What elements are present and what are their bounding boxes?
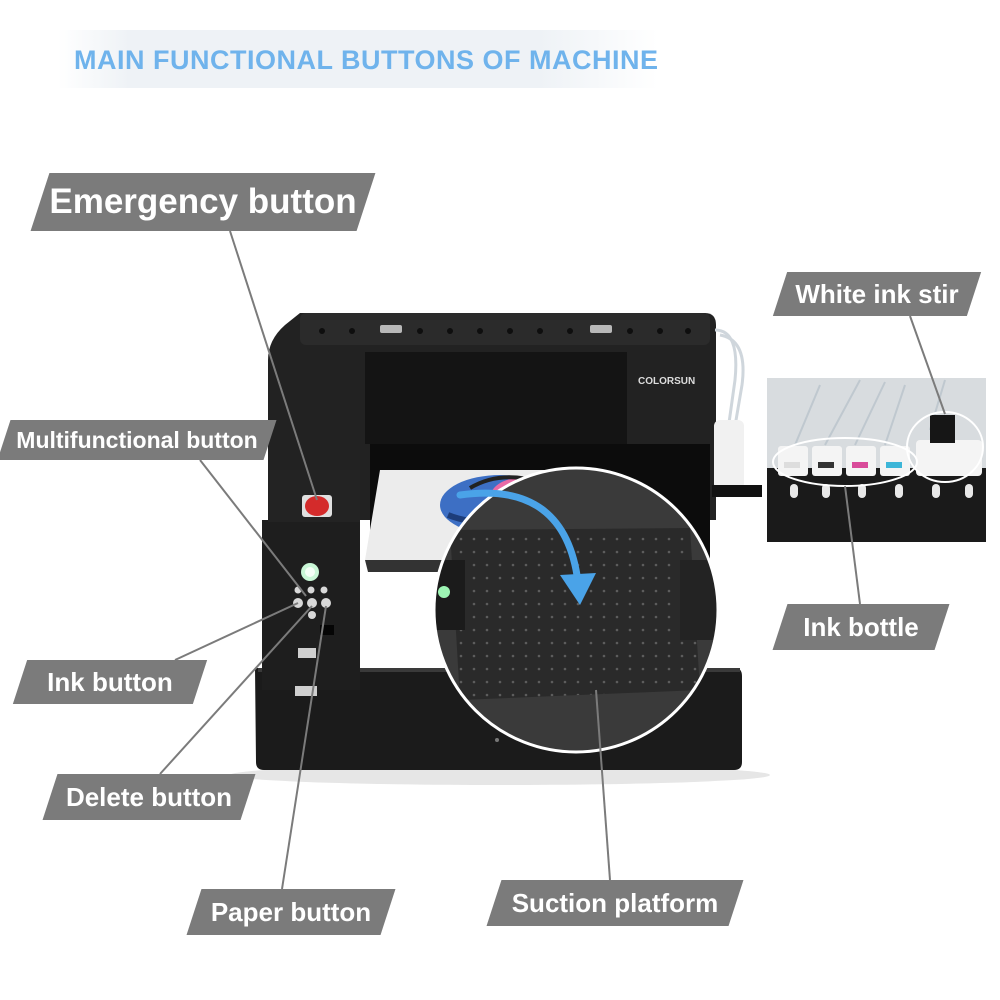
suction-platform-label: Suction platform: [486, 880, 744, 926]
paper-button-label: Paper button: [186, 889, 396, 935]
side-tray: [712, 485, 762, 497]
emergency-button-cap: [305, 496, 329, 516]
top-lid: [300, 313, 710, 345]
paper-button-text: Paper button: [210, 896, 372, 927]
multifunctional-button-label: Multifunctional button: [0, 420, 277, 460]
ink-bottle-inset: [767, 378, 986, 542]
leader-delete: [159, 605, 313, 775]
base-dot-2: [495, 738, 499, 742]
emergency-button-label: Emergency button: [30, 173, 376, 231]
leader-lines: [159, 230, 946, 890]
delete-button-text: Delete button: [65, 781, 233, 812]
rotation-arrowhead: [560, 573, 596, 605]
lid-clip-right: [590, 325, 612, 333]
lid-holes: [319, 328, 691, 334]
leader-paper: [281, 605, 327, 890]
leader-multifunctional: [199, 459, 307, 597]
ink-bottle-text: Ink bottle: [803, 611, 919, 642]
ink-tubes: [714, 328, 745, 433]
rotation-arrow: [456, 489, 582, 586]
delete-button-label: Delete button: [42, 774, 256, 820]
white-ink-stir-label: White ink stir: [772, 272, 982, 316]
leader-emergency: [229, 230, 318, 501]
brand-logo: COLORSUN: [638, 376, 695, 387]
leader-white-ink: [909, 315, 946, 415]
page-title: MAIN FUNCTIONAL BUTTONS OF MACHINE: [74, 45, 659, 75]
lid-clip-left: [380, 325, 402, 333]
sticker-2: [295, 686, 317, 696]
leader-ink: [174, 602, 299, 661]
suction-platform-text: Suction platform: [511, 887, 719, 918]
white-ink-stir-text: White ink stir: [795, 278, 959, 309]
leader-ink-bottle: [844, 485, 861, 605]
ink-bottle-label: Ink bottle: [772, 604, 950, 650]
usb-port: [320, 625, 334, 635]
emergency-button-text: Emergency button: [49, 182, 357, 221]
front-cover: [365, 352, 627, 444]
ink-button-label: Ink button: [12, 660, 208, 704]
sticker-1: [298, 648, 316, 658]
leader-suction: [595, 689, 611, 881]
multifunctional-button-text: Multifunctional button: [16, 426, 258, 453]
side-bottles: [714, 420, 744, 490]
zoom-ring: [432, 466, 720, 754]
control-buttons: [293, 586, 331, 619]
title-band: [58, 30, 658, 88]
ink-button-text: Ink button: [47, 666, 173, 697]
